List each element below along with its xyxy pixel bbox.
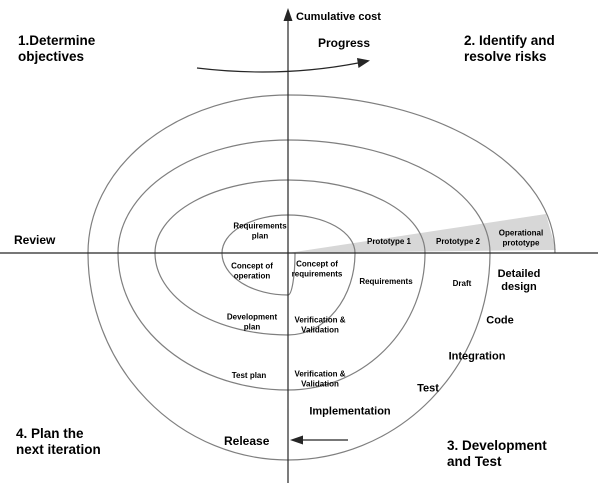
- prototype-2-label: Prototype 2: [435, 237, 480, 247]
- implementation-label: Implementation: [309, 405, 391, 418]
- requirements-plan-label: Requirements plan: [233, 221, 287, 240]
- concept-of-requirements-label: Concept of requirements: [291, 259, 343, 278]
- concept-of-operation-label: Concept of operation: [231, 261, 273, 280]
- draft-label: Draft: [452, 279, 472, 289]
- release-arrowhead-icon: [290, 435, 303, 445]
- test-plan-label: Test plan: [231, 371, 267, 381]
- progress-arrowhead-icon: [357, 58, 370, 68]
- review-label: Review: [14, 233, 56, 247]
- vertical-axis-arrowhead-icon: [283, 8, 293, 21]
- quadrant-4-label: 4. Plan the next iteration: [16, 426, 101, 458]
- test-label: Test: [417, 382, 439, 395]
- detailed-design-label: Detailed design: [497, 267, 541, 293]
- verification-validation-1-label: Verification & Validation: [294, 315, 346, 334]
- prototype-1-label: Prototype 1: [366, 237, 411, 247]
- code-label: Code: [486, 314, 514, 327]
- quadrant-1-label: 1.Determine objectives: [18, 33, 96, 65]
- verification-validation-2-label: Verification & Validation: [294, 369, 346, 388]
- operational-prototype-label: Operational prototype: [498, 228, 544, 247]
- progress-arrow-curve: [196, 62, 359, 73]
- integration-label: Integration: [448, 350, 506, 363]
- quadrant-2-label: 2. Identify and resolve risks: [464, 33, 555, 65]
- spiral-path: [87, 94, 556, 461]
- cumulative-cost-label: Cumulative cost: [296, 11, 381, 23]
- requirements-label: Requirements: [359, 277, 413, 287]
- release-label: Release: [224, 434, 270, 448]
- development-plan-label: Development plan: [226, 312, 278, 331]
- progress-label: Progress: [318, 36, 371, 50]
- quadrant-3-label: 3. Development and Test: [447, 438, 547, 470]
